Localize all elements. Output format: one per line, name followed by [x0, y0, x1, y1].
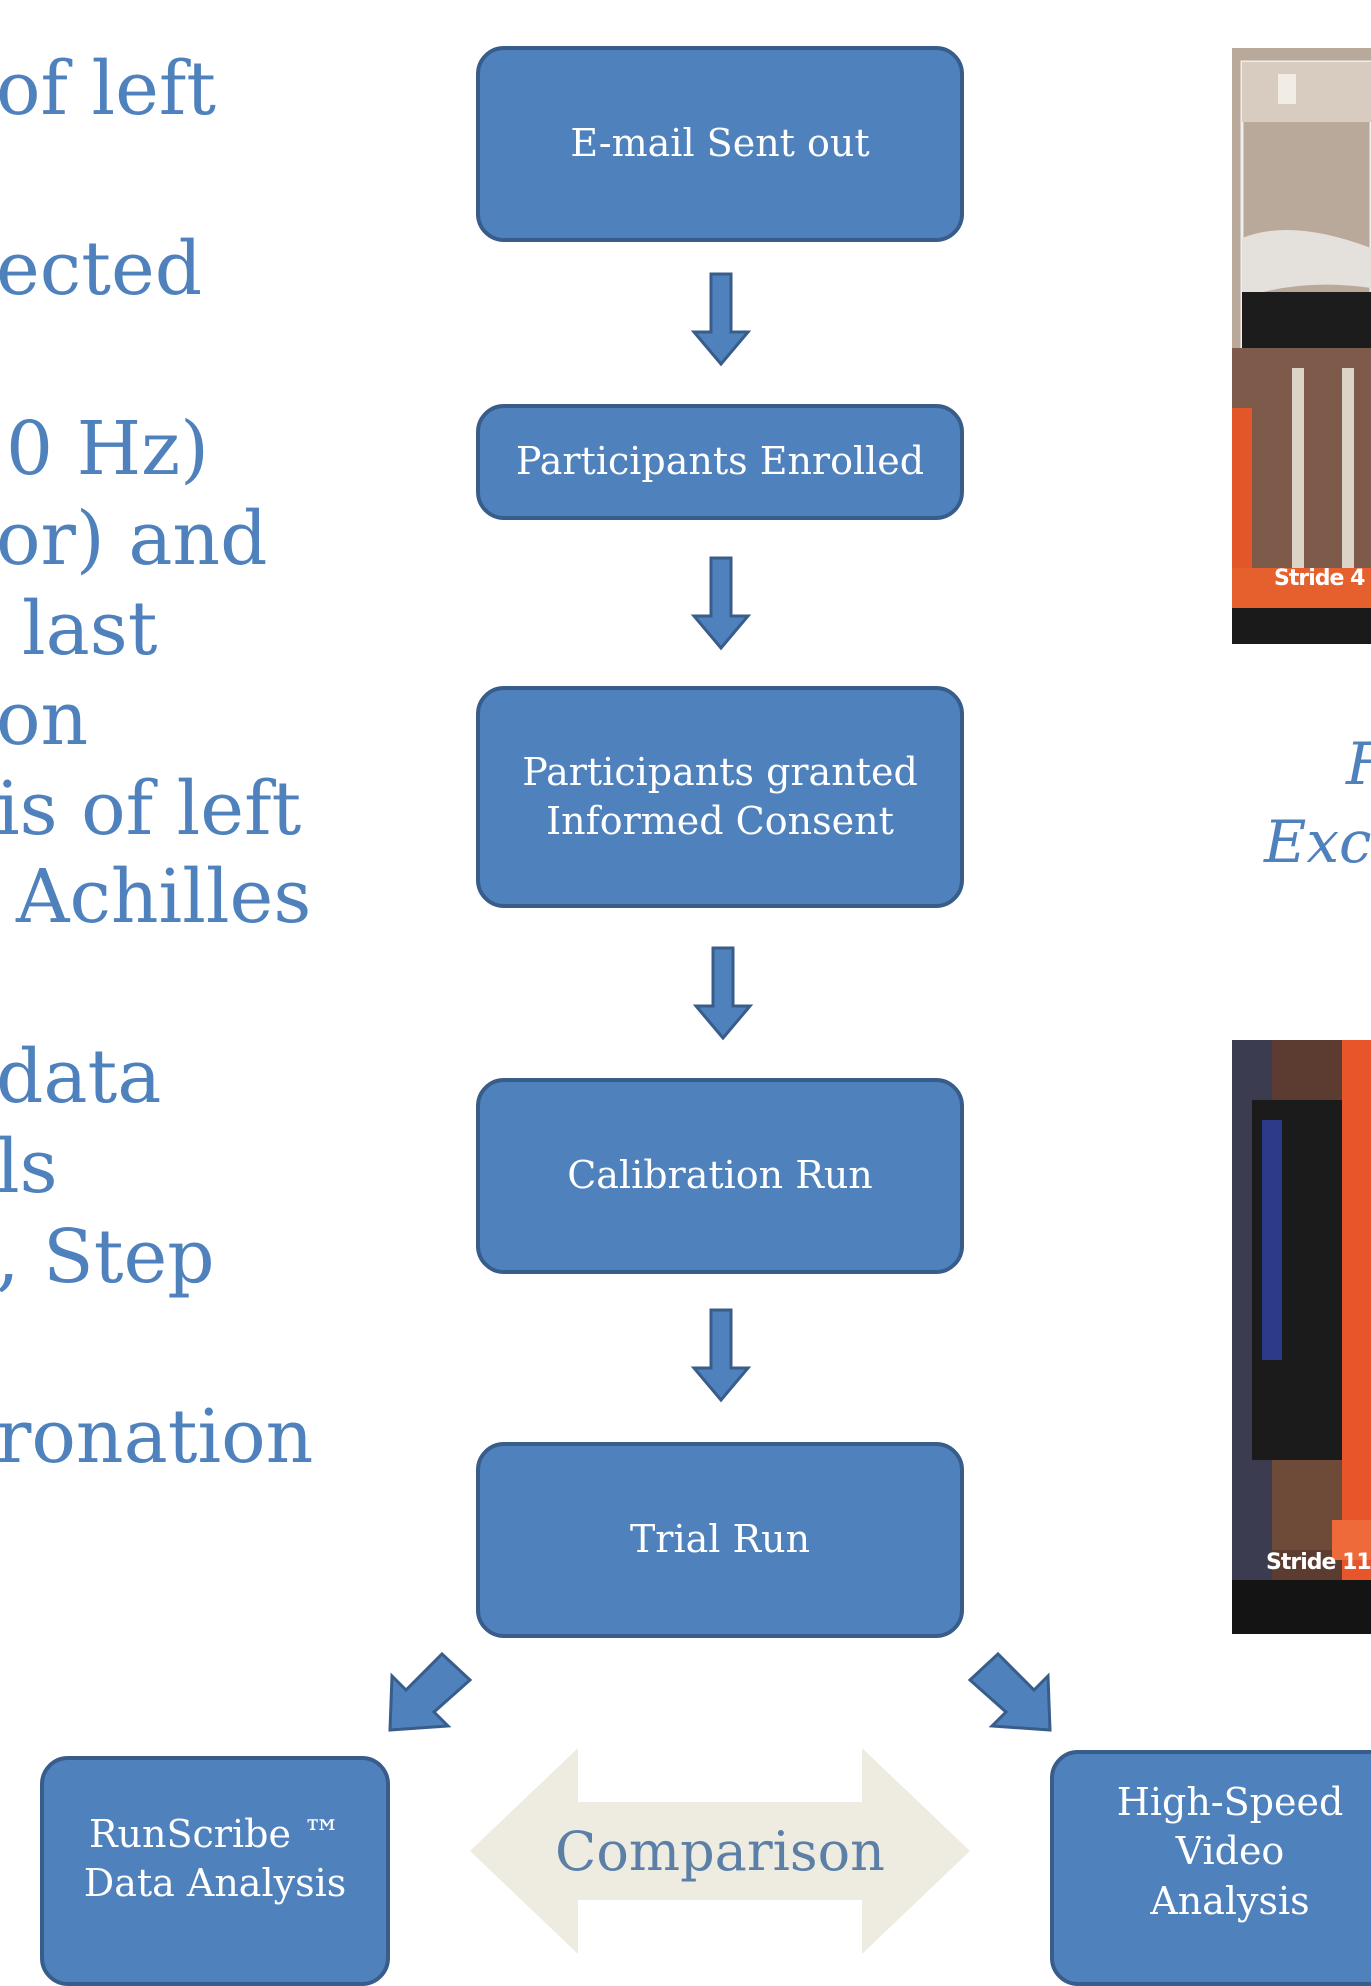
left-text-line: or) and — [0, 496, 268, 582]
left-text-line: 0 Hz) — [6, 406, 209, 492]
left-text-line: ected — [0, 226, 203, 312]
caption-line-2: Exc — [1264, 808, 1371, 876]
flow-step-label: Participants Enrolled — [515, 439, 925, 484]
left-text-line: Achilles — [16, 854, 312, 940]
down-arrow-icon — [692, 946, 754, 1041]
flow-step-label: E-mail Sent out — [570, 121, 870, 166]
stride-label-bottom: Stride 11 PE — [1266, 1550, 1371, 1575]
left-text-line: is of left — [0, 766, 302, 852]
comparison-double-arrow-icon — [470, 1748, 970, 1954]
down-left-arrow-icon — [388, 1651, 473, 1732]
comparison-label: Comparison — [555, 1820, 885, 1883]
left-text-line: on — [0, 676, 89, 762]
down-arrow-icon — [690, 272, 752, 367]
flow-step-label: Trial Run — [629, 1517, 811, 1562]
stride-photo-bottom-image — [1232, 1040, 1371, 1634]
flow-step-label: Calibration Run — [567, 1153, 873, 1198]
stride-photo-bottom: Stride 11 PE — [1232, 1040, 1371, 1634]
outcome-label: RunScribe ™ Data Analysis — [83, 1812, 347, 1906]
flow-step-trial: Trial Run — [476, 1442, 964, 1638]
stride-label-top: Stride 4 IC — [1274, 566, 1371, 591]
left-text-line: ls — [0, 1124, 58, 1210]
down-arrow-icon — [690, 1308, 752, 1403]
flow-step-enrolled: Participants Enrolled — [476, 404, 964, 520]
left-text-line: last — [22, 586, 158, 672]
outcome-label: High-Speed Video Analysis — [1116, 1780, 1344, 1923]
flow-step-consent: Participants granted Informed Consent — [476, 686, 964, 908]
left-text-line: data — [0, 1034, 162, 1120]
outcome-video: High-Speed Video Analysis — [1050, 1750, 1371, 1986]
stride-photo-top: Stride 4 IC — [1232, 48, 1371, 644]
flow-step-label: Participants granted Informed Consent — [522, 749, 918, 843]
left-text-line: ronation — [0, 1394, 314, 1480]
flow-step-calibration: Calibration Run — [476, 1078, 964, 1274]
stride-photo-top-image — [1232, 48, 1371, 644]
left-text-line: , Step — [0, 1214, 215, 1300]
flow-step-email: E-mail Sent out — [476, 46, 964, 242]
caption-line-1: F — [1346, 730, 1371, 798]
down-right-arrow-icon — [967, 1651, 1052, 1732]
left-text-line: of left — [0, 46, 217, 132]
outcome-runscribe: RunScribe ™ Data Analysis — [40, 1756, 390, 1986]
down-arrow-icon — [690, 556, 752, 651]
